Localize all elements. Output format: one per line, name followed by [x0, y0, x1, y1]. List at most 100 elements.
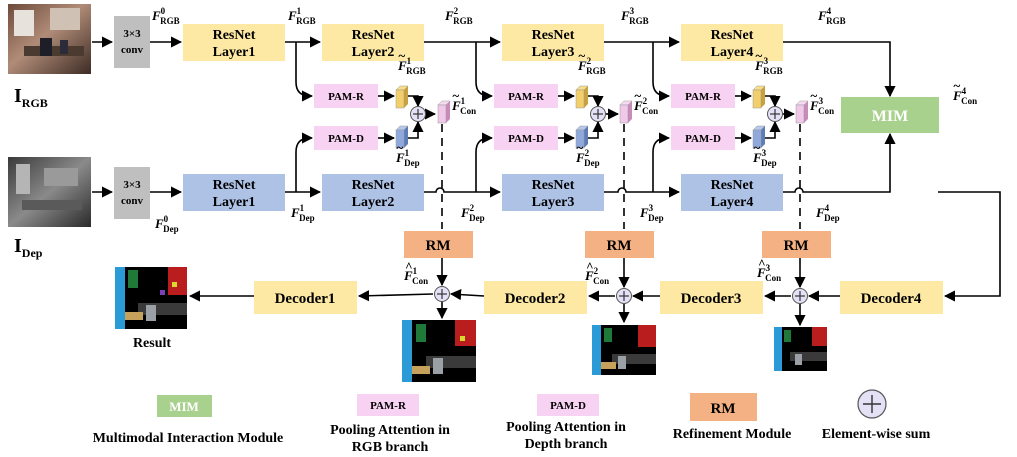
pam-r-box-2: PAM-R	[494, 84, 558, 108]
svg-text:PAM-R: PAM-R	[328, 91, 365, 103]
svg-text:^: ^	[758, 256, 765, 271]
svg-text:~: ~	[953, 78, 961, 93]
svg-text:PAM-R: PAM-R	[508, 91, 545, 103]
decoder2-box: Decoder2	[484, 281, 587, 314]
svg-text:MIM: MIM	[872, 108, 908, 125]
svg-text:PAM-D: PAM-D	[328, 133, 364, 145]
svg-text:3×3: 3×3	[123, 28, 141, 40]
svg-text:RGB branch: RGB branch	[352, 440, 429, 455]
svg-text:RM: RM	[607, 238, 632, 254]
svg-text:~: ~	[634, 88, 642, 103]
feature-rgb-2	[575, 85, 589, 109]
feature-con-1	[437, 100, 451, 124]
rgb-input-label: IRGB	[14, 85, 48, 110]
rgb-resnet-layer1: ResNet Layer1	[183, 24, 285, 61]
decoder1-output-image	[402, 320, 476, 382]
rm-box-2: RM	[585, 231, 654, 258]
feature-con-3	[795, 100, 809, 124]
svg-text:Layer1: Layer1	[213, 195, 256, 210]
svg-text:PAM-D: PAM-D	[550, 400, 586, 412]
sum-icon-lower-2	[616, 288, 632, 304]
svg-text:Multimodal Interaction Module: Multimodal Interaction Module	[93, 431, 284, 446]
svg-text:Layer2: Layer2	[352, 45, 395, 60]
rgb-conv-box: 3×3 conv	[114, 16, 150, 68]
svg-text:RM: RM	[711, 401, 736, 417]
decoder-flow-arrows	[188, 191, 1001, 327]
sum-icon-upper-2	[590, 106, 606, 122]
feature-rgb-1	[395, 85, 409, 109]
dashed-connections	[441, 124, 801, 229]
decoder4-box: Decoder4	[840, 281, 943, 314]
rgb-resnet-layer4: ResNet Layer4	[681, 24, 783, 61]
svg-text:ResNet: ResNet	[352, 178, 395, 193]
decoder3-output-image	[774, 327, 827, 371]
svg-text:Layer3: Layer3	[532, 45, 575, 60]
svg-text:Decoder3: Decoder3	[681, 291, 742, 307]
svg-text:Layer4: Layer4	[711, 195, 754, 210]
sum-icon-upper-3	[767, 106, 783, 122]
svg-text:ResNet: ResNet	[532, 178, 575, 193]
svg-text:ResNet: ResNet	[532, 28, 575, 43]
result-segmentation-image	[115, 267, 187, 329]
svg-text:ResNet: ResNet	[213, 178, 256, 193]
sum-icon-lower-1	[434, 286, 450, 302]
svg-text:Depth branch: Depth branch	[525, 437, 608, 452]
legend-pam-r: PAM-R Pooling Attention in RGB branch	[330, 394, 450, 455]
svg-text:Decoder2: Decoder2	[505, 291, 566, 307]
rm-to-sum-arrows	[436, 258, 806, 289]
pam-r-box-1: PAM-R	[314, 84, 378, 108]
svg-text:Layer3: Layer3	[532, 195, 575, 210]
depth-resnet-layer2: ResNet Layer2	[322, 174, 424, 211]
feature-dep-2	[575, 125, 589, 149]
depth-conv-box: 3×3 conv	[114, 167, 150, 219]
pam-d-box-3: PAM-D	[671, 126, 735, 150]
sum-icon-upper-1	[410, 106, 426, 122]
depth-input-image	[8, 157, 91, 227]
svg-text:Decoder1: Decoder1	[275, 291, 336, 307]
main-flow-arrows	[92, 36, 896, 198]
depth-resnet-layer3: ResNet Layer3	[502, 174, 604, 211]
svg-text:ResNet: ResNet	[352, 28, 395, 43]
legend-pam-d: PAM-D Pooling Attention in Depth branch	[506, 394, 626, 452]
svg-text:PAM-R: PAM-R	[370, 400, 407, 412]
svg-text:Pooling Attention in: Pooling Attention in	[506, 420, 626, 435]
mim-box: MIM	[841, 97, 939, 133]
svg-text:Layer2: Layer2	[352, 195, 395, 210]
rgb-input-image	[8, 4, 91, 74]
decoder3-box: Decoder3	[660, 281, 763, 314]
svg-text:conv: conv	[121, 195, 144, 207]
svg-text:PAM-D: PAM-D	[685, 133, 721, 145]
result-label: Result	[133, 336, 171, 351]
svg-text:~: ~	[810, 88, 818, 103]
rm-box-3: RM	[762, 231, 831, 258]
pam-output-arrows	[378, 90, 796, 144]
svg-text:Layer1: Layer1	[213, 45, 256, 60]
svg-text:^: ^	[586, 259, 593, 274]
svg-text:Decoder4: Decoder4	[861, 291, 922, 307]
feature-dep-3	[752, 125, 766, 149]
svg-text:ResNet: ResNet	[711, 178, 754, 193]
decoder1-box: Decoder1	[254, 281, 357, 314]
feature-rgb-3	[752, 85, 766, 109]
legend: MIM Multimodal Interaction Module PAM-R …	[93, 389, 931, 455]
svg-text:~: ~	[576, 140, 584, 155]
legend-sum: Element-wise sum	[822, 389, 931, 442]
legend-mim: MIM Multimodal Interaction Module	[93, 395, 284, 446]
